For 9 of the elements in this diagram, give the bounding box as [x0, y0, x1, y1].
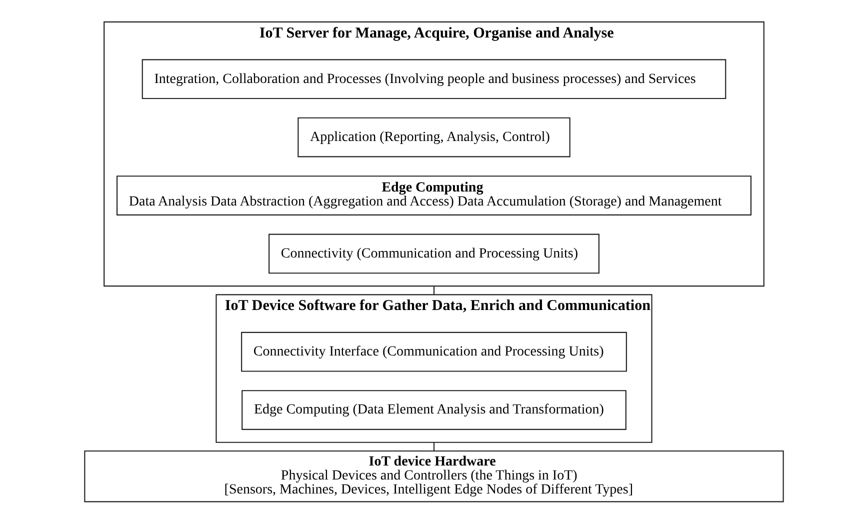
node-box: Edge Computing (Data Element Analysis and Transformation)	[242, 390, 626, 430]
node-box: IoT device Hardware Physical Devices and Controllers (the Things in IoT) [Sensors, Machines, Devices, Intelligent Edge Nodes of Different Types]	[84, 450, 784, 502]
node-box: Connectivity Interface (Communication and Processing Units)	[241, 331, 627, 372]
node-box: Edge Computing Data Analysis Data Abstraction (Aggregation and Access) Data Accumulation (Storage) and Management	[116, 175, 752, 215]
connector	[433, 286, 435, 294]
node-box: Application (Reporting, Analysis, Control)	[298, 116, 570, 157]
node-box: Connectivity (Communication and Processing Units)	[268, 233, 600, 274]
node-box: Integration, Collaboration and Processes (Involving people and business processes) and Services	[142, 58, 726, 99]
connector	[433, 442, 435, 450]
